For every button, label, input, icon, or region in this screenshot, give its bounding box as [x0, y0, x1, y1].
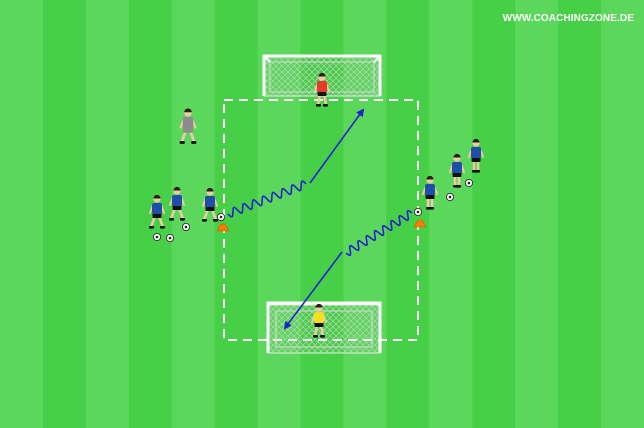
dribble-path-right — [345, 209, 413, 257]
ball-icon — [413, 207, 422, 216]
ball-icon — [464, 178, 473, 187]
player-right-1 — [422, 175, 438, 210]
ball-icon — [165, 233, 174, 242]
dribble-path-left — [227, 180, 307, 218]
cone-right — [413, 219, 427, 228]
goalkeeper-red — [314, 72, 330, 107]
goal-bottom — [266, 301, 382, 354]
players — [149, 72, 484, 338]
player-right-2 — [449, 153, 465, 188]
ball-icon — [445, 192, 454, 201]
grass-stripe — [128, 0, 173, 428]
grass-stripe — [601, 0, 644, 428]
grass-stripe — [85, 0, 130, 428]
player-left-2 — [169, 186, 185, 221]
grass-stripe — [429, 0, 473, 428]
player-left-1 — [149, 194, 165, 229]
ball-icon — [152, 232, 161, 241]
pass-arrow-left — [309, 108, 365, 184]
pass-arrow-right — [283, 251, 343, 330]
player-right-3 — [468, 138, 484, 173]
grass-stripe — [0, 0, 44, 428]
goalkeeper-yellow — [311, 303, 327, 338]
grass-stripe — [472, 0, 516, 428]
ball-icon — [216, 212, 225, 221]
grass-stripe — [515, 0, 559, 428]
player-left-3 — [202, 187, 218, 222]
grass-stripe — [42, 0, 87, 428]
watermark-text: WWW.COACHINGZONE.DE — [502, 13, 634, 24]
balls — [152, 178, 473, 242]
ball-icon — [181, 222, 190, 231]
cone-left — [216, 223, 230, 232]
grass-stripe — [171, 0, 216, 428]
coach — [179, 108, 197, 144]
grass-stripe — [558, 0, 602, 428]
